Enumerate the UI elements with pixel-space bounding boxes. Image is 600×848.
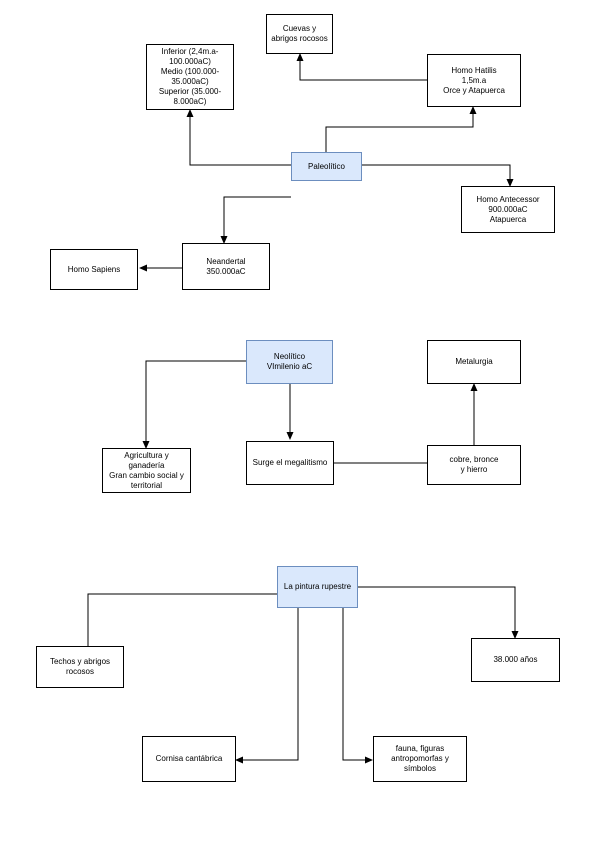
edge-paleolitico-to-hatilis xyxy=(325,106,477,152)
node-38000-anos[interactable]: 38.000 años xyxy=(471,638,560,682)
node-agricultura[interactable]: Agricultura y ganadería Gran cambio soci… xyxy=(102,448,191,493)
node-pintura-rupestre[interactable]: La pintura rupestre xyxy=(277,566,358,608)
node-homo-antecessor[interactable]: Homo Antecessor 900.000aC Atapuerca xyxy=(461,186,555,233)
edge-paleolitico-to-inferior xyxy=(186,109,291,166)
node-cuevas[interactable]: Cuevas y abrigos rocosos xyxy=(266,14,333,54)
edge-pintura-to-anos xyxy=(358,586,519,639)
node-metalurgia[interactable]: Metalurgia xyxy=(427,340,521,384)
edge-pintura-techos xyxy=(87,593,277,646)
node-cobre[interactable]: cobre, bronce y hierro xyxy=(427,445,521,485)
node-cornisa[interactable]: Cornisa cantábrica xyxy=(142,736,236,782)
node-fauna[interactable]: fauna, figuras antropomorfas y símbolos xyxy=(373,736,467,782)
edge-pintura-to-cornisa xyxy=(235,608,299,764)
edge-paleolitico-to-antecessor xyxy=(362,164,514,187)
node-techos[interactable]: Techos y abrigos rocosos xyxy=(36,646,124,688)
edge-paleolitico-to-neandertal xyxy=(220,196,291,244)
node-homo-hatilis[interactable]: Homo Hatilis 1,5m.a Orce y Atapuerca xyxy=(427,54,521,107)
node-neolitico[interactable]: Neolítico VImilenio aC xyxy=(246,340,333,384)
node-homo-sapiens[interactable]: Homo Sapiens xyxy=(50,249,138,290)
edge-hatilis-to-cuevas xyxy=(296,53,427,81)
node-paleolitico[interactable]: Paleolítico xyxy=(291,152,362,181)
node-megalitismo[interactable]: Surge el megalitismo xyxy=(246,441,334,485)
node-inferior[interactable]: Inferior (2,4m.a- 100.000aC) Medio (100.… xyxy=(146,44,234,110)
edge-pintura-to-fauna xyxy=(342,608,373,764)
node-neandertal[interactable]: Neandertal 350.000aC xyxy=(182,243,270,290)
edge-neolitico-to-agricultura xyxy=(142,360,246,449)
